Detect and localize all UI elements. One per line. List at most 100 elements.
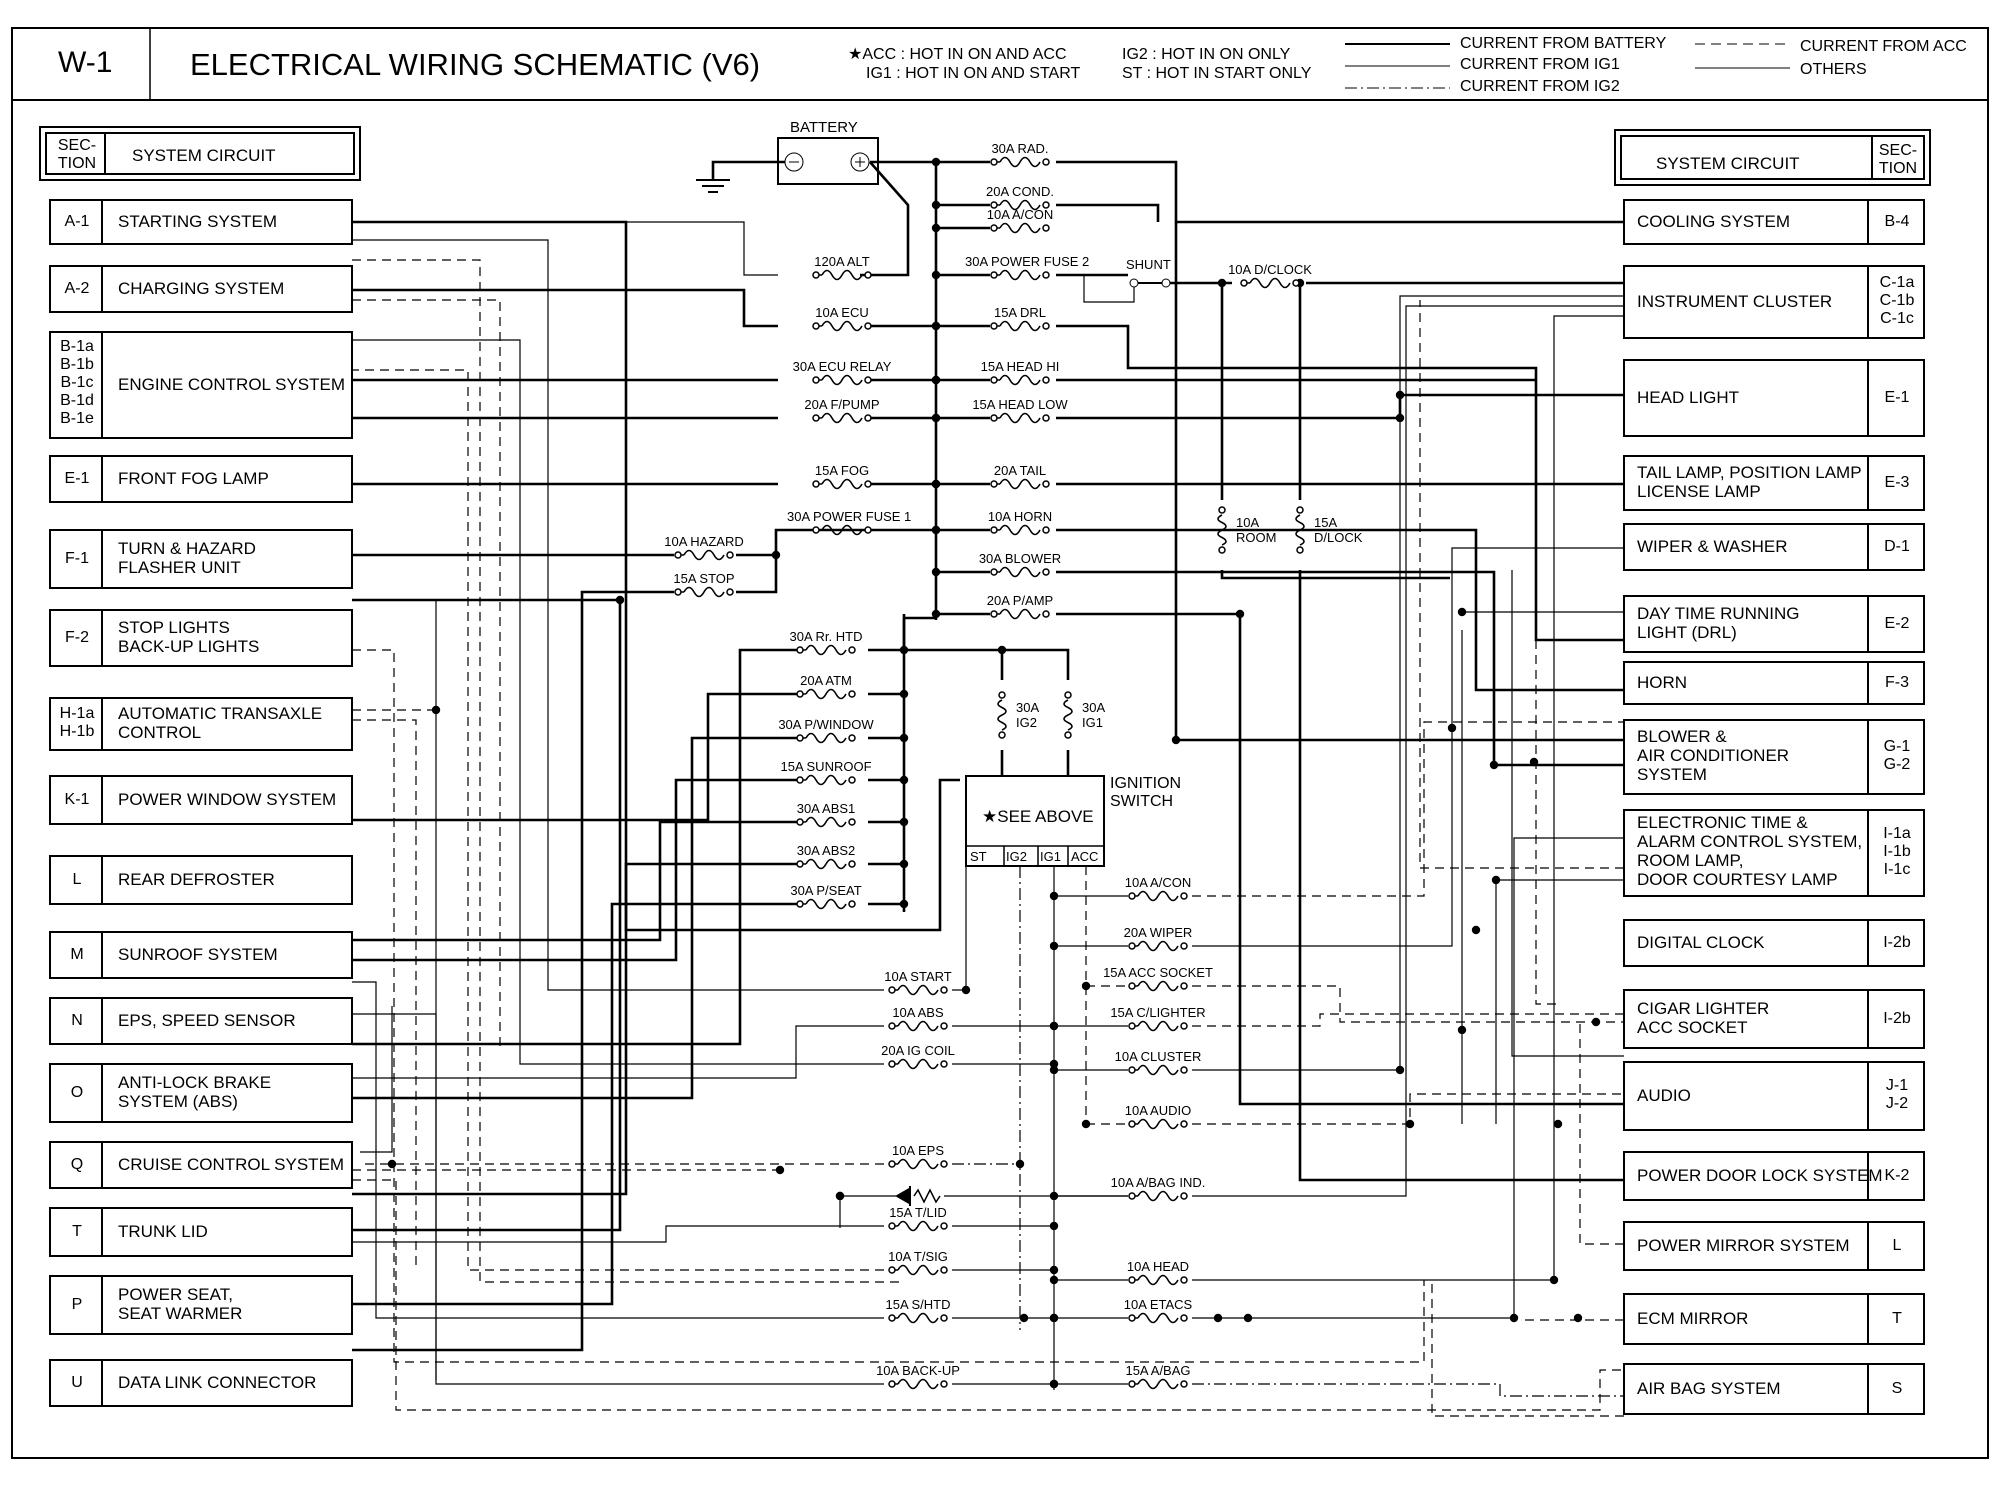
left-system-box <box>49 1141 353 1189</box>
junction-dot <box>1471 925 1481 935</box>
fuse-pf1-3-label: 15A SUNROOF <box>780 759 872 774</box>
left-system-name: EPS, SPEED SENSOR <box>118 1011 296 1030</box>
fuse-pf1-4-label: 30A ABS1 <box>796 801 856 816</box>
wire <box>352 649 1425 1363</box>
right-system-box <box>1623 809 1925 897</box>
fuse-10a-acon-terminal <box>1042 224 1050 232</box>
fuse-15a-head-hi-terminal <box>1042 376 1050 384</box>
left-system-section: A-2 <box>64 279 90 297</box>
fuse-15a-head-hi-label: 15A HEAD HI <box>980 359 1060 374</box>
fuse-20a-tail-terminal <box>990 480 998 488</box>
fuse-10a-ecu <box>821 320 863 332</box>
fuse-30a-power-fuse-1-terminal <box>864 526 872 534</box>
junction-dot <box>1489 760 1499 770</box>
fuse-30a-ig1 <box>1063 699 1073 731</box>
fuse-lower-left-6 <box>897 1312 939 1324</box>
right-header-title: SYSTEM CIRCUIT <box>1656 154 1800 173</box>
fuse-10a-horn-terminal <box>1042 526 1050 534</box>
fuse-lower-right-8-label: 10A ETACS <box>1123 1297 1193 1312</box>
fuse-lower-right-3 <box>1137 1020 1179 1032</box>
fuse-lower-left-0-terminal <box>940 986 948 994</box>
fuse-lower-right-8 <box>1137 1312 1179 1324</box>
battery-label: BATTERY <box>790 119 858 136</box>
fuse-lower-left-7 <box>897 1378 939 1390</box>
fuse-30a-power-fuse-2-label: 30A POWER FUSE 2 <box>965 254 1090 269</box>
wire <box>352 778 798 962</box>
fuse-lower-right-7 <box>1137 1274 1179 1286</box>
fuse-pf1-0-terminal <box>848 646 856 654</box>
fuse-10a-room-terminal <box>1218 546 1226 554</box>
right-header-inner <box>1620 135 1925 180</box>
left-system-section: O <box>70 1083 84 1101</box>
left-system-name: POWER SEAT,SEAT WARMER <box>118 1285 243 1323</box>
right-system-box <box>1623 265 1925 339</box>
fuse-lower-right-7-terminal <box>1128 1276 1136 1284</box>
junction-dot <box>1457 607 1467 617</box>
right-system-name: ELECTRONIC TIME &ALARM CONTROL SYSTEM,RO… <box>1637 813 1863 889</box>
fuse-lower-right-2 <box>1137 980 1179 992</box>
fuse-lower-left-6-terminal <box>888 1314 896 1322</box>
wire <box>352 648 798 1046</box>
fuse-lower-left-7-label: 10A BACK-UP <box>876 1363 960 1378</box>
fuse-15a-drl <box>999 320 1041 332</box>
right-system-box <box>1623 1221 1925 1271</box>
fuse-20a-cond-terminal <box>1042 201 1050 209</box>
fuse-30a-power-fuse-1-label: 30A POWER FUSE 1 <box>787 509 912 524</box>
junction-dot <box>775 1165 785 1175</box>
left-system-box <box>49 199 353 245</box>
wire <box>1083 275 1135 303</box>
legend-battery: CURRENT FROM BATTERY <box>1460 35 1667 52</box>
wire <box>352 259 900 1283</box>
fuse-15a-drl-terminal <box>990 322 998 330</box>
fuse-15a-fog <box>821 478 863 490</box>
junction-dot <box>835 1191 845 1201</box>
wire <box>1192 315 1624 1281</box>
left-system-box <box>49 529 353 589</box>
fuse-15a-stop <box>683 586 725 598</box>
right-system-section: K-2 <box>1884 1166 1910 1184</box>
junction-dot <box>1049 1379 1059 1389</box>
right-system-name: AUDIO <box>1637 1086 1691 1105</box>
wire <box>352 1179 1624 1411</box>
fuse-pf1-6 <box>805 898 847 910</box>
fuse-120a-alt-terminal <box>864 271 872 279</box>
junction-dot <box>1049 1021 1059 1031</box>
fuse-20a-tail <box>999 478 1041 490</box>
battery-positive <box>850 152 870 172</box>
wire <box>352 862 798 1196</box>
right-system-section: B-4 <box>1884 212 1910 230</box>
fuse-lower-left-7-terminal <box>888 1380 896 1388</box>
junction-dot <box>899 689 909 699</box>
right-system-section: F-3 <box>1885 673 1909 691</box>
fuse-lower-left-2 <box>897 1058 939 1070</box>
left-system-name: REAR DEFROSTER <box>118 870 275 889</box>
ignition-terminal-st: ST <box>970 849 987 864</box>
junction-dot <box>1395 390 1405 400</box>
right-system-section: D-1 <box>1884 537 1910 555</box>
fuse-30a-blower-terminal <box>1042 568 1050 576</box>
fuse-10a-horn-terminal <box>990 526 998 534</box>
fuse-lower-right-6-terminal <box>1180 1192 1188 1200</box>
right-system-section: E-2 <box>1884 614 1910 632</box>
right-system-section: I-2b <box>1883 1009 1911 1027</box>
junction-dot <box>1491 875 1501 885</box>
left-system-box <box>49 455 353 503</box>
wire <box>352 369 884 1271</box>
fuse-lower-left-1 <box>897 1020 939 1032</box>
right-system-name: AIR BAG SYSTEM <box>1637 1379 1781 1398</box>
legend-others: OTHERS <box>1800 61 1867 78</box>
fuse-20a-pamp-terminal <box>1042 610 1050 618</box>
right-system-name: POWER DOOR LOCK SYSTEM <box>1637 1166 1883 1185</box>
fuse-15a-head-low-terminal <box>990 414 998 422</box>
fuse-20a-fpump-terminal <box>812 414 820 422</box>
fuse-lower-left-2-terminal <box>940 1060 948 1068</box>
fuse-10a-ecu-terminal <box>864 322 872 330</box>
right-system-box <box>1623 1151 1925 1201</box>
junction-dot <box>615 595 625 605</box>
right-system-box <box>1623 199 1925 245</box>
